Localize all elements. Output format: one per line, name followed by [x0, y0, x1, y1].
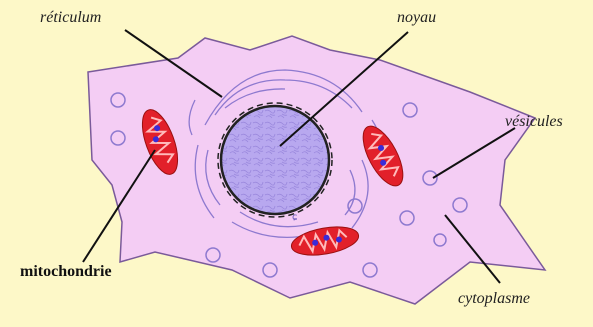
label-mitochondria: mitochondrie	[20, 263, 112, 280]
nucleus	[221, 106, 329, 214]
label-vesicles: vésicules	[505, 113, 563, 130]
label-reticulum: réticulum	[40, 9, 101, 26]
label-cytoplasm: cytoplasme	[458, 290, 530, 307]
label-nucleus: noyau	[397, 9, 436, 26]
svg-text:ɕ: ɕ	[292, 212, 298, 223]
